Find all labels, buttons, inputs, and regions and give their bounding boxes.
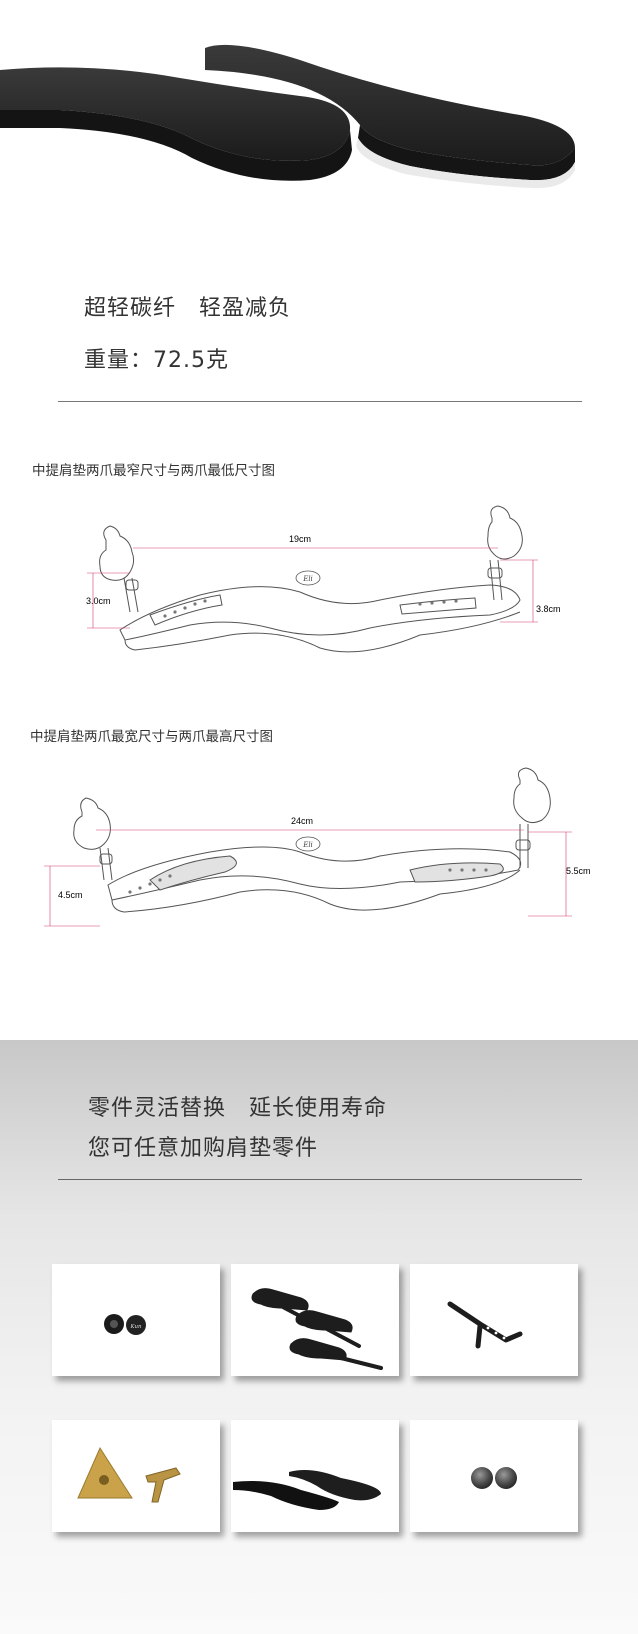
feature-headline: 超轻碳纤 轻盈减负	[84, 296, 292, 321]
part-tile-bracket	[410, 1264, 578, 1376]
section-divider	[58, 401, 582, 402]
diagram-narrow-width-label: 19cm	[289, 534, 311, 544]
parts-divider	[58, 1179, 582, 1180]
parts-subheadline: 您可任意加购肩垫零件	[88, 1136, 319, 1161]
part-tile-foam-pads	[231, 1420, 399, 1532]
part-tile-brass-plate	[52, 1420, 220, 1532]
diagram-narrow-title: 中提肩垫两爪最窄尺寸与两爪最低尺寸图	[32, 463, 275, 479]
weight-headline: 重量：72.5克	[84, 348, 229, 373]
diagram-narrow-left-height-label: 3.0cm	[86, 596, 111, 606]
diagram-wide-right-height-label: 5.5cm	[566, 866, 591, 876]
foam-pads-photo	[0, 44, 575, 189]
diagram-wide-logo-text: Eli	[302, 841, 313, 849]
part-tile-metal-balls	[410, 1420, 578, 1532]
parts-headline: 零件灵活替换 延长使用寿命	[88, 1096, 388, 1121]
part-tile-claws	[231, 1264, 399, 1376]
diagram-narrow-right-height-label: 3.8cm	[536, 604, 561, 614]
diagram-wide-title: 中提肩垫两爪最宽尺寸与两爪最高尺寸图	[30, 729, 273, 745]
part-tile-knobs: Kun	[52, 1264, 220, 1376]
knob-logo-text: Kun	[129, 1324, 142, 1330]
diagram-logo-text: Eli	[302, 575, 313, 583]
diagram-wide-left-height-label: 4.5cm	[58, 890, 83, 900]
diagram-wide: Eli 24cm 4.5cm 5.5cm	[44, 767, 591, 927]
diagram-wide-width-label: 24cm	[291, 816, 313, 826]
diagram-narrow: Eli 19cm 3.0cm 3.8cm	[86, 505, 561, 653]
